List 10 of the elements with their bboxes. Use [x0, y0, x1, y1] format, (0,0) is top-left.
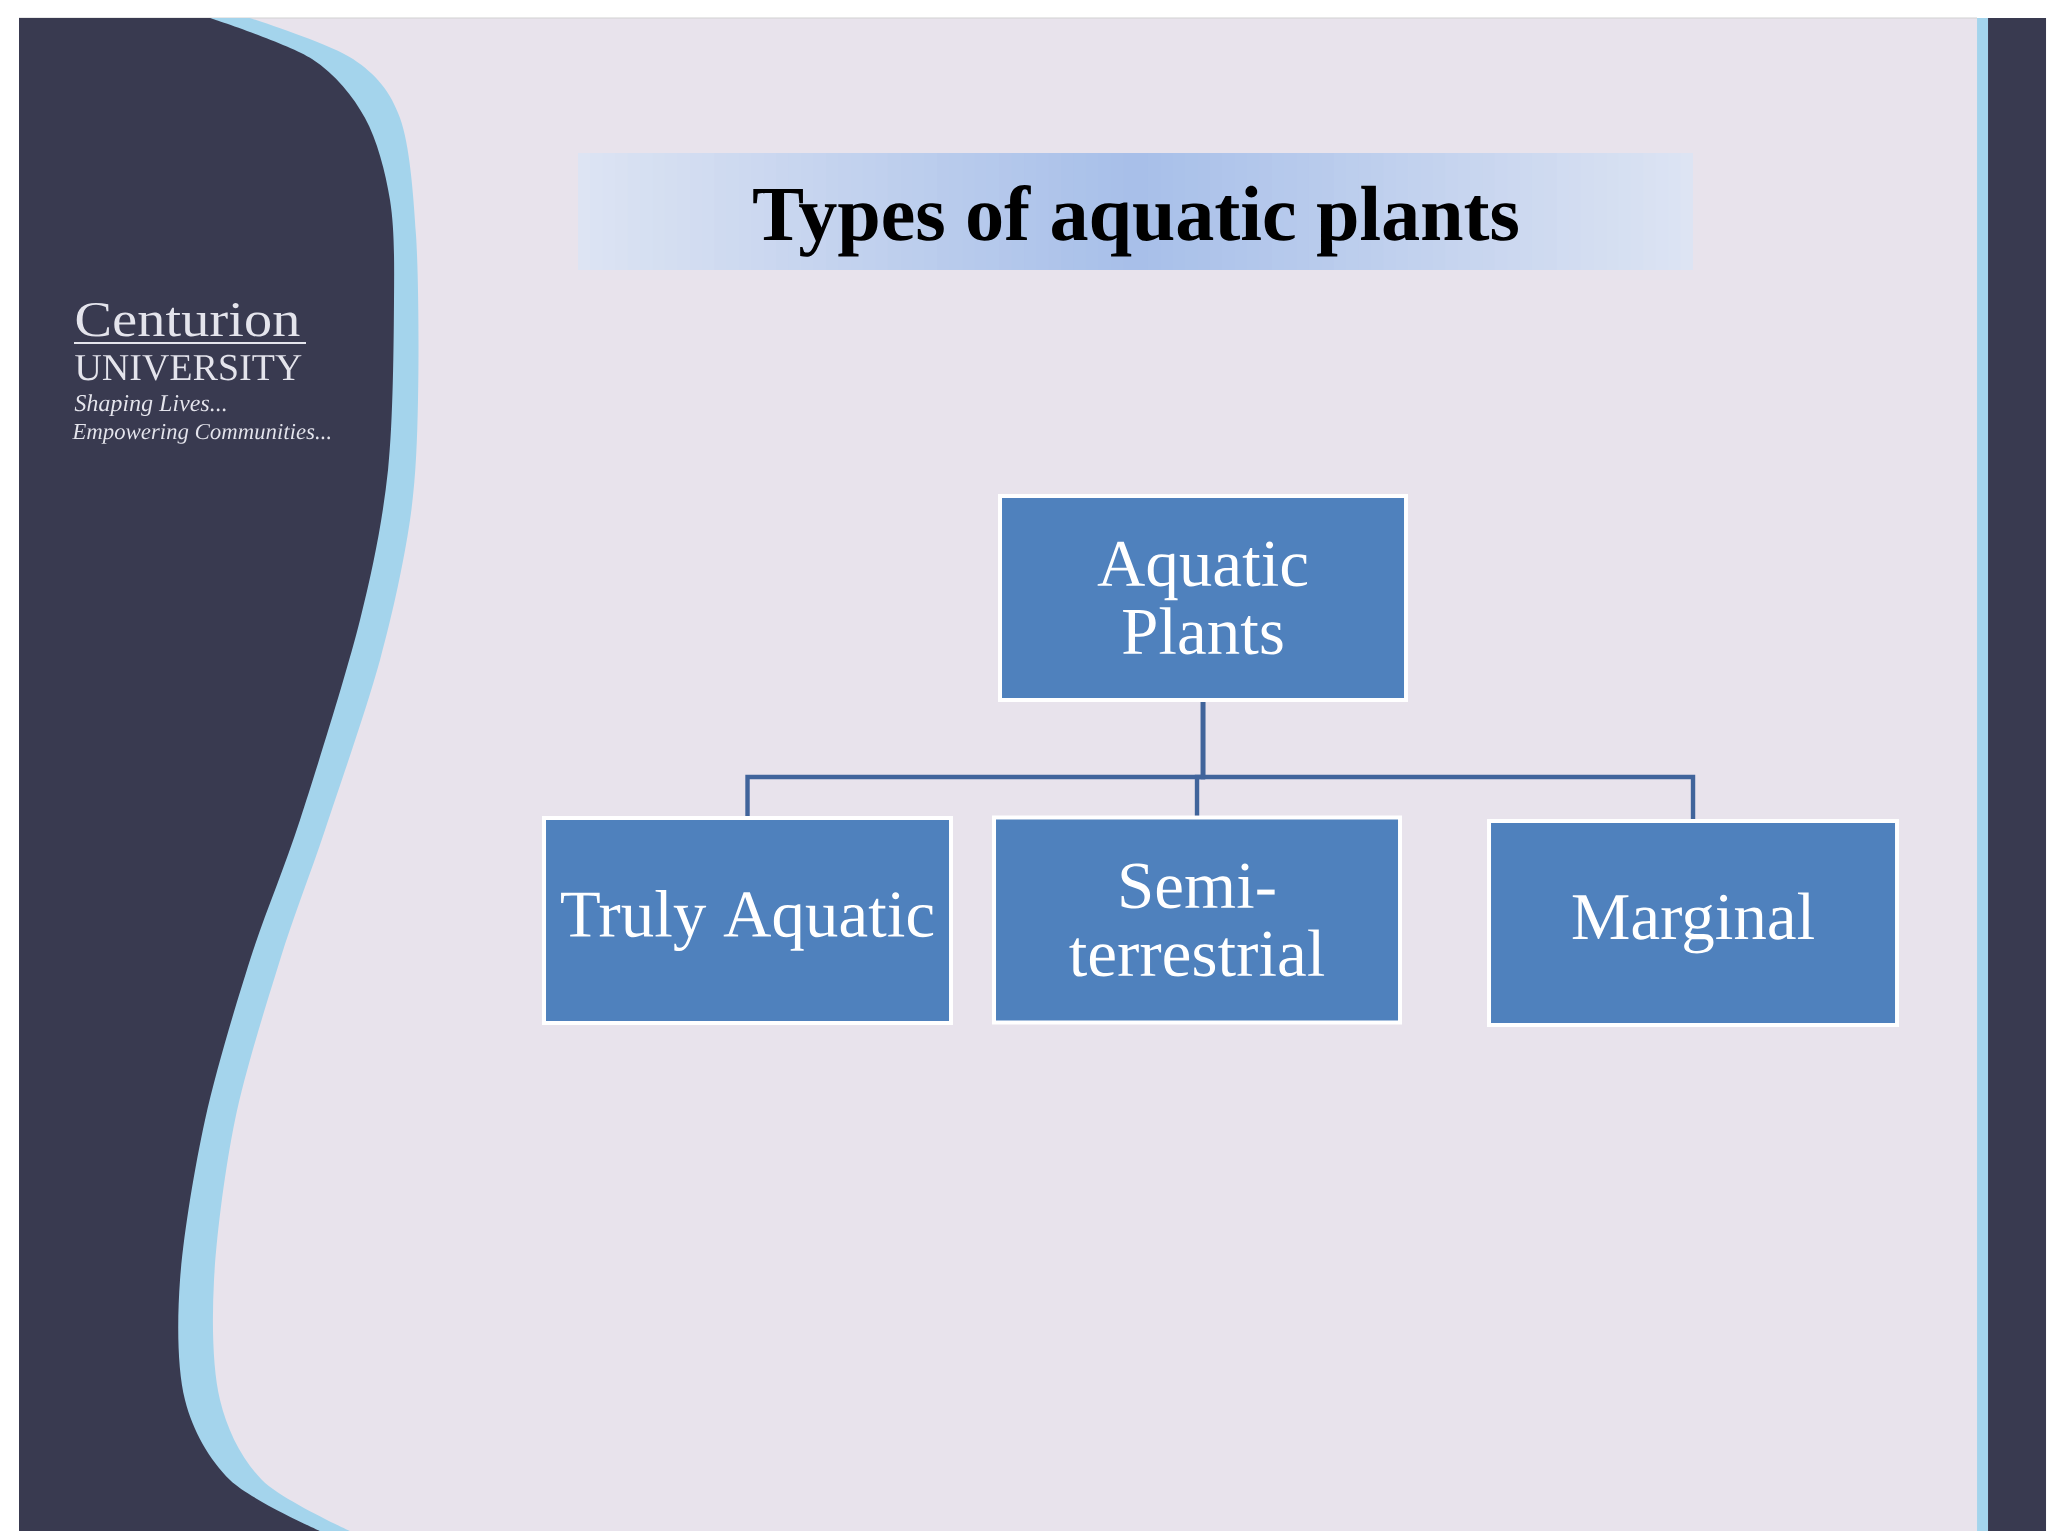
- category-box: Semi-terrestrial: [992, 815, 1402, 1025]
- category-box: Aquatic Plants: [998, 494, 1408, 702]
- university-name: Centurion: [76, 302, 300, 337]
- tagline: Empowering Communities...: [72, 423, 330, 444]
- university-name: UNIVERSITY: [75, 354, 302, 381]
- tagline: Shaping Lives...: [74, 394, 226, 417]
- title: Types of aquatic plants: [753, 185, 1518, 257]
- category-box: Marginal: [1487, 819, 1900, 1027]
- connector-line: [1200, 702, 1696, 819]
- category-box: Truly Aquatic: [542, 816, 953, 1025]
